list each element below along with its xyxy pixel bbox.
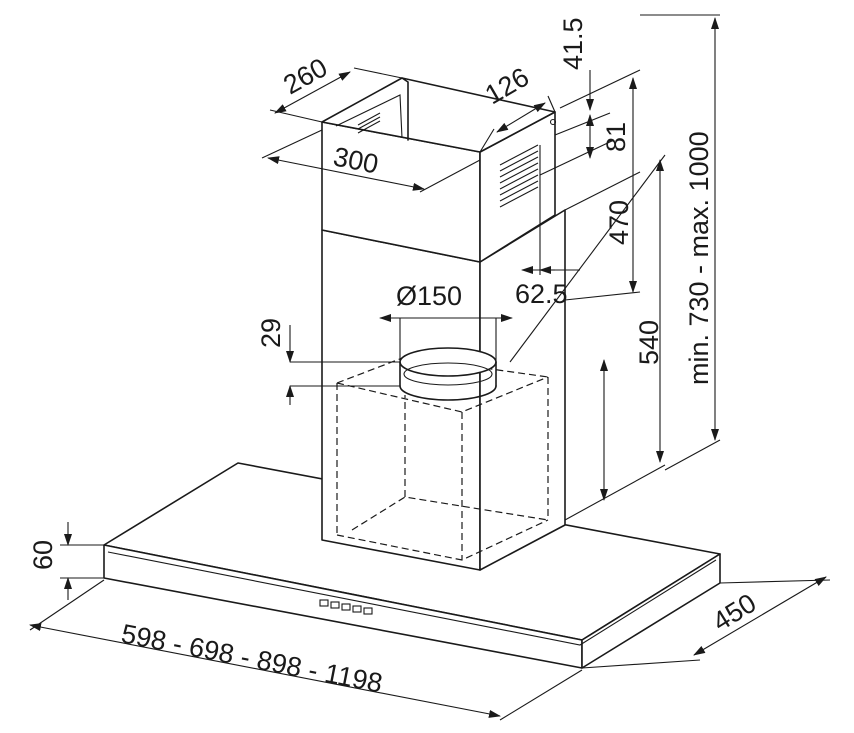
label-total-height: min. 730 - max. 1000	[684, 131, 714, 385]
label-canopy-widths: 598 - 698 - 898 - 1198	[119, 618, 385, 698]
mounting-bracket	[401, 77, 409, 141]
label-60: 60	[28, 540, 58, 570]
label-260: 260	[278, 52, 332, 100]
control-button	[319, 599, 329, 607]
label-62-5: 62.5	[515, 279, 568, 309]
control-panel	[319, 599, 373, 615]
label-540: 540	[634, 320, 664, 365]
label-29: 29	[256, 318, 286, 348]
canopy-bevel-line	[107, 551, 717, 646]
side-vent-slots	[499, 144, 539, 208]
label-470: 470	[604, 200, 634, 245]
label-41-5: 41.5	[558, 17, 588, 70]
collar-top-ellipse	[399, 347, 497, 377]
lower-chimney	[321, 209, 566, 571]
rear-vent-slots	[357, 112, 381, 134]
upper-chimney	[321, 77, 557, 263]
control-button	[352, 605, 362, 613]
label-450: 450	[707, 588, 761, 637]
label-duct-diameter: Ø150	[396, 281, 462, 311]
control-button	[341, 603, 351, 611]
label-81: 81	[601, 122, 631, 152]
dimension-lines	[29, 14, 831, 721]
control-button	[363, 607, 373, 615]
control-button	[330, 601, 340, 609]
screw-hole	[549, 118, 557, 126]
